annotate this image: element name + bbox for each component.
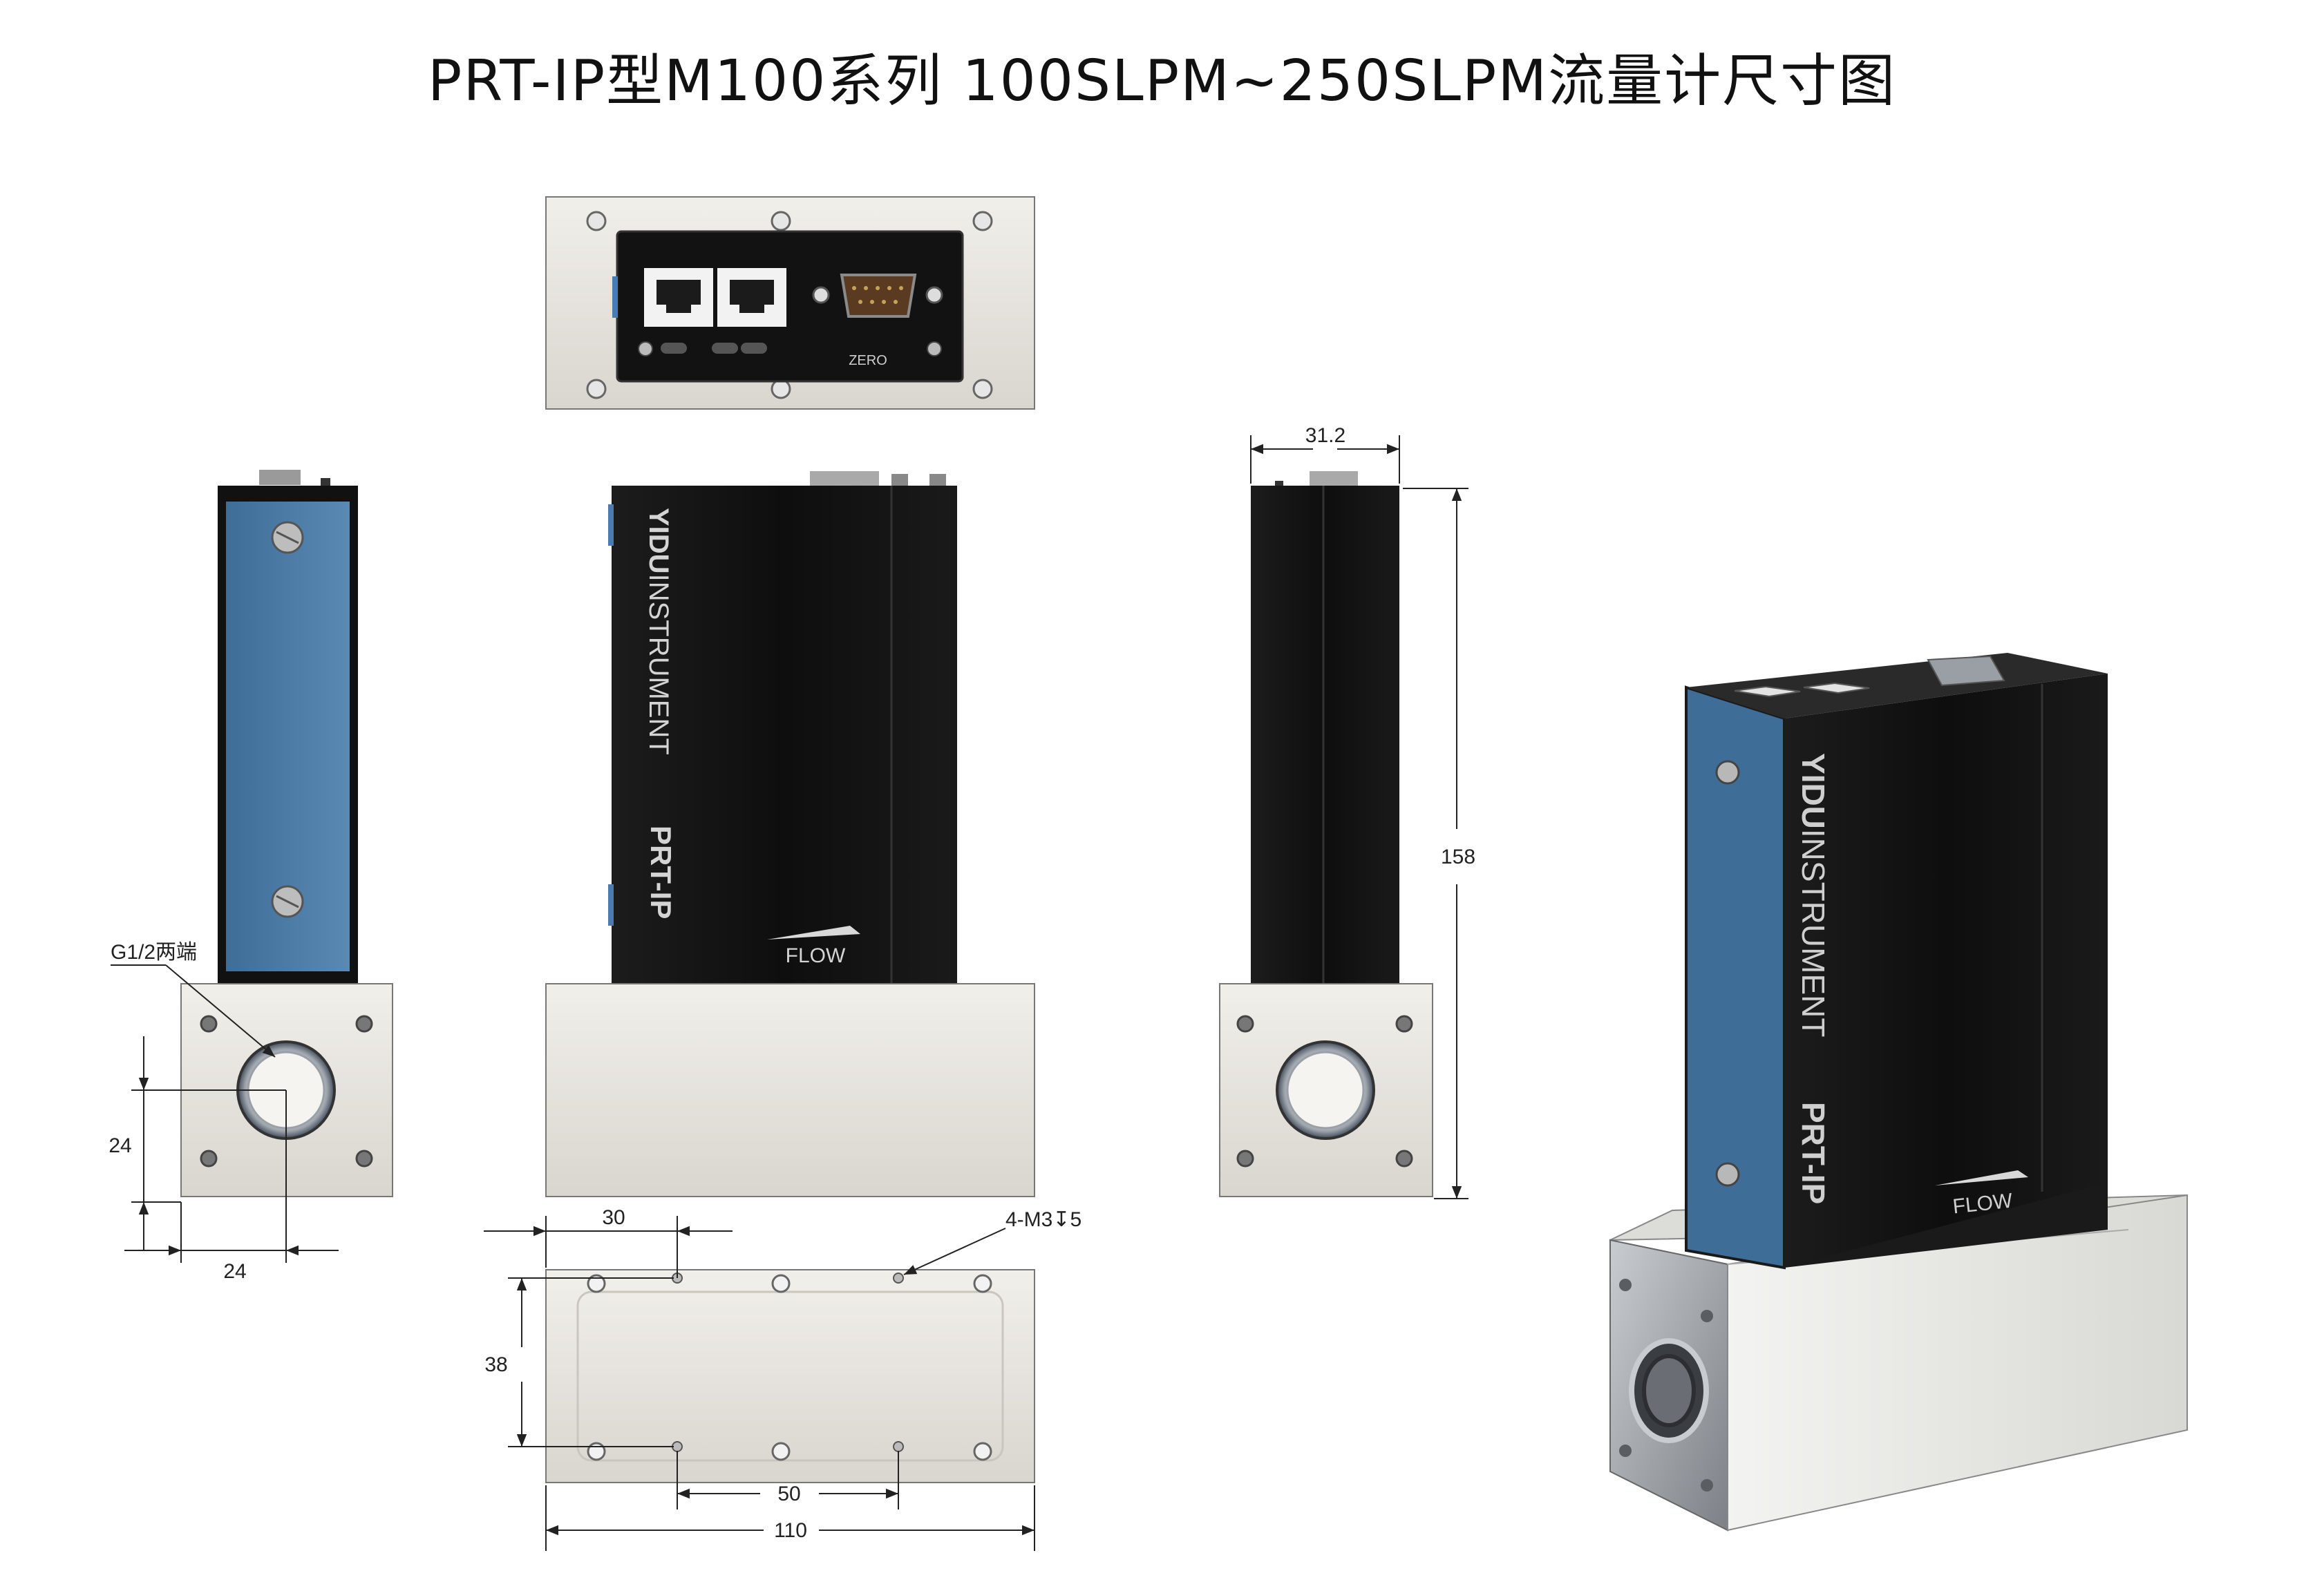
dim-hole-offset: 30 xyxy=(602,1206,625,1229)
led-indicator-2 xyxy=(712,343,738,354)
iso-body-front xyxy=(1784,674,2108,1268)
width-dimension xyxy=(1250,435,1400,484)
left-view-top-connector xyxy=(259,470,301,485)
front-view-top-connector xyxy=(810,471,879,486)
height-dimension xyxy=(1403,488,1468,1199)
port-callout: G1/2两端 xyxy=(111,941,276,1058)
brand-bold: YIDU xyxy=(643,508,674,574)
svg-text:YIDUINSTRUMENT: YIDUINSTRUMENT xyxy=(1795,753,1831,1037)
zero-label: ZERO xyxy=(849,353,887,368)
bottom-view-base xyxy=(545,1269,1035,1483)
panel-screw-right xyxy=(927,341,942,356)
db9-connector xyxy=(840,274,917,318)
dim-port-height: 24 xyxy=(108,1134,131,1157)
right-view-bolt-holes xyxy=(1236,1015,1413,1168)
hole-spacing-x-dimension xyxy=(677,1451,899,1509)
panel-screw-left xyxy=(638,341,653,356)
front-view-base xyxy=(545,983,1035,1197)
top-view-side-edge xyxy=(612,276,618,318)
left-view-bolt-holes xyxy=(200,1015,373,1168)
front-view: YIDUINSTRUMENT PRT-IP FLOW xyxy=(545,471,1035,1197)
iso-brand-rest: INSTRUMENT xyxy=(1795,829,1831,1038)
brand-rest: INSTRUMENT xyxy=(643,574,674,755)
iso-bolt-holes xyxy=(1619,1279,1713,1492)
iso-top-ports xyxy=(1734,655,2005,698)
thread-note-label: 4-M3↧5 xyxy=(1005,1208,1081,1231)
hole-spacing-y-dimension xyxy=(508,1277,674,1447)
top-view: ZERO xyxy=(545,196,1035,410)
flow-label: FLOW xyxy=(786,944,846,967)
dim-hole-spacing-y: 38 xyxy=(484,1353,507,1376)
iso-body-top xyxy=(1686,653,2108,718)
hole-offset-dimension xyxy=(484,1216,733,1278)
left-side-view xyxy=(180,470,393,1197)
right-view-top-connector xyxy=(1310,471,1358,486)
top-view-screws xyxy=(586,211,993,399)
port-note-label: G1/2两端 xyxy=(111,941,197,964)
dim-height: 158 xyxy=(1441,846,1475,868)
bottom-view xyxy=(545,1269,1035,1483)
led-indicator-1 xyxy=(661,343,687,354)
length-dimension xyxy=(545,1485,1035,1551)
port-dimensions xyxy=(124,1036,339,1263)
led-indicator-3 xyxy=(741,343,767,354)
dim-width: 31.2 xyxy=(1305,424,1345,447)
flow-arrow xyxy=(767,926,860,940)
model-label: PRT-IP xyxy=(645,826,677,919)
rj45-port-2-socket xyxy=(730,280,774,313)
iso-flow-arrow xyxy=(1935,1170,2028,1185)
front-view-brand: YIDUINSTRUMENT PRT-IP xyxy=(643,508,677,919)
right-view-body xyxy=(1251,486,1399,984)
db9-screw-left xyxy=(812,286,830,304)
svg-text:YIDUINSTRUMENT: YIDUINSTRUMENT xyxy=(643,508,674,755)
dim-hole-spacing-x: 50 xyxy=(777,1483,800,1505)
dim-port-offset: 24 xyxy=(223,1260,246,1283)
db9-screw-right xyxy=(925,286,943,304)
page-title: PRT-IP型M100系列 100SLPM~250SLPM流量计尺寸图 xyxy=(427,48,1897,114)
iso-brand-bold: YIDU xyxy=(1795,753,1831,829)
dim-length: 110 xyxy=(774,1519,807,1542)
right-side-view xyxy=(1219,471,1433,1197)
db9-pins xyxy=(852,286,903,304)
front-view-body xyxy=(612,486,957,984)
isometric-view: YIDUINSTRUMENT PRT-IP FLOW xyxy=(1609,653,2188,1532)
thread-callout: 4-M3↧5 xyxy=(903,1208,1081,1275)
left-view-top-button xyxy=(321,478,330,486)
iso-model-label: PRT-IP xyxy=(1795,1102,1831,1204)
rj45-port-1-socket xyxy=(656,280,701,313)
